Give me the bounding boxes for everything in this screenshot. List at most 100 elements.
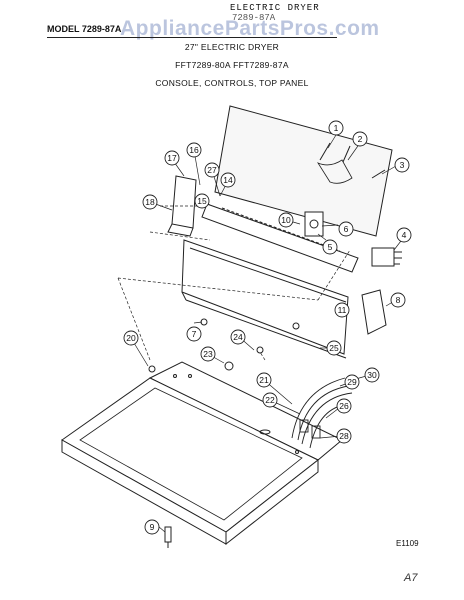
callout-label: 10 bbox=[281, 215, 291, 225]
callout-label: 7 bbox=[192, 329, 197, 339]
callout-23: 23 bbox=[200, 346, 216, 362]
wire-harness bbox=[291, 377, 353, 449]
timer bbox=[304, 211, 324, 237]
control-panel bbox=[181, 239, 349, 359]
callout-circle bbox=[123, 330, 139, 346]
callout-label: 1 bbox=[334, 123, 339, 133]
callout-11: 11 bbox=[334, 302, 350, 318]
callout-circle bbox=[334, 302, 350, 318]
callout-18: 18 bbox=[142, 194, 158, 210]
callout-8: 8 bbox=[390, 292, 406, 308]
callout-circle bbox=[262, 392, 278, 408]
model-label: MODEL 7289-87A bbox=[47, 24, 122, 34]
callout-label: 14 bbox=[223, 175, 233, 185]
callout-30: 30 bbox=[364, 367, 380, 383]
diagram-title: 27" ELECTRIC DRYER bbox=[184, 42, 280, 52]
wiring-lines bbox=[117, 205, 351, 361]
callout-circle bbox=[364, 367, 380, 383]
callout-circle bbox=[344, 374, 360, 390]
callout-circle bbox=[336, 398, 352, 414]
callout-circle bbox=[164, 150, 180, 166]
figure-code: E1109 bbox=[396, 539, 419, 548]
callout-26: 26 bbox=[336, 398, 352, 414]
callout-circle bbox=[336, 428, 352, 444]
callout-circle bbox=[322, 239, 338, 255]
callout-label: 25 bbox=[329, 343, 339, 353]
back-panel bbox=[214, 105, 393, 237]
top-panel bbox=[61, 361, 343, 546]
callout-label: 30 bbox=[367, 370, 377, 380]
callout-2: 2 bbox=[352, 131, 368, 147]
watermark: AppliancePartsPros.com bbox=[120, 17, 380, 40]
callout-17: 17 bbox=[164, 150, 180, 166]
callout-label: 23 bbox=[203, 349, 213, 359]
callout-label: 18 bbox=[145, 197, 155, 207]
console-trim bbox=[201, 203, 359, 273]
diagram-models: FFT7289-80A FFT7289-87A bbox=[175, 60, 289, 70]
callout-label: 24 bbox=[233, 332, 243, 342]
callout-label: 6 bbox=[344, 224, 349, 234]
left-end-cap bbox=[167, 175, 197, 237]
header-model-number: 7289-87A bbox=[232, 13, 276, 23]
callout-6: 6 bbox=[338, 221, 354, 237]
callout-label: 9 bbox=[150, 522, 155, 532]
callout-circle bbox=[220, 172, 236, 188]
callout-29: 29 bbox=[344, 374, 360, 390]
callout-circle bbox=[186, 142, 202, 158]
callout-circle bbox=[394, 157, 410, 173]
callout-circle bbox=[326, 340, 342, 356]
callout-label: 29 bbox=[347, 377, 357, 387]
callout-24: 24 bbox=[230, 329, 246, 345]
callout-circle bbox=[278, 212, 294, 228]
callouts: 1234567891011141516171820212223242526272… bbox=[123, 120, 412, 535]
callout-label: 21 bbox=[259, 375, 269, 385]
callout-circle bbox=[328, 120, 344, 136]
callout-14: 14 bbox=[220, 172, 236, 188]
header-title: ELECTRIC DRYER bbox=[230, 3, 320, 13]
page-mark: A7 bbox=[404, 572, 418, 584]
callout-label: 8 bbox=[396, 295, 401, 305]
callout-label: 28 bbox=[339, 431, 349, 441]
callout-label: 5 bbox=[328, 242, 333, 252]
callout-circle bbox=[352, 131, 368, 147]
callout-label: 3 bbox=[400, 160, 405, 170]
right-end-cap bbox=[361, 289, 387, 335]
callout-label: 15 bbox=[197, 196, 207, 206]
callout-label: 4 bbox=[402, 230, 407, 240]
callout-22: 22 bbox=[262, 392, 278, 408]
callout-9: 9 bbox=[144, 519, 160, 535]
callout-1: 1 bbox=[328, 120, 344, 136]
callout-label: 2 bbox=[358, 134, 363, 144]
callout-16: 16 bbox=[186, 142, 202, 158]
callout-circle bbox=[200, 346, 216, 362]
callout-circle bbox=[338, 221, 354, 237]
switch bbox=[371, 247, 402, 267]
header-divider bbox=[47, 37, 337, 38]
callout-7: 7 bbox=[186, 326, 202, 342]
callout-circle bbox=[396, 227, 412, 243]
callout-circle bbox=[204, 162, 220, 178]
callout-5: 5 bbox=[322, 239, 338, 255]
callout-20: 20 bbox=[123, 330, 139, 346]
callout-label: 27 bbox=[207, 165, 217, 175]
callout-circle bbox=[194, 193, 210, 209]
callout-15: 15 bbox=[194, 193, 210, 209]
callout-circle bbox=[256, 372, 272, 388]
callout-4: 4 bbox=[396, 227, 412, 243]
callout-circle bbox=[144, 519, 160, 535]
callout-circle bbox=[186, 326, 202, 342]
callout-25: 25 bbox=[326, 340, 342, 356]
callout-21: 21 bbox=[256, 372, 272, 388]
callout-3: 3 bbox=[394, 157, 410, 173]
callout-27: 27 bbox=[204, 162, 220, 178]
callout-label: 26 bbox=[339, 401, 349, 411]
callout-label: 16 bbox=[189, 145, 199, 155]
callout-label: 17 bbox=[167, 153, 177, 163]
callout-label: 22 bbox=[265, 395, 275, 405]
callout-label: 20 bbox=[126, 333, 136, 343]
callout-10: 10 bbox=[278, 212, 294, 228]
callout-circle bbox=[230, 329, 246, 345]
callout-circle bbox=[390, 292, 406, 308]
callout-label: 11 bbox=[338, 305, 347, 315]
